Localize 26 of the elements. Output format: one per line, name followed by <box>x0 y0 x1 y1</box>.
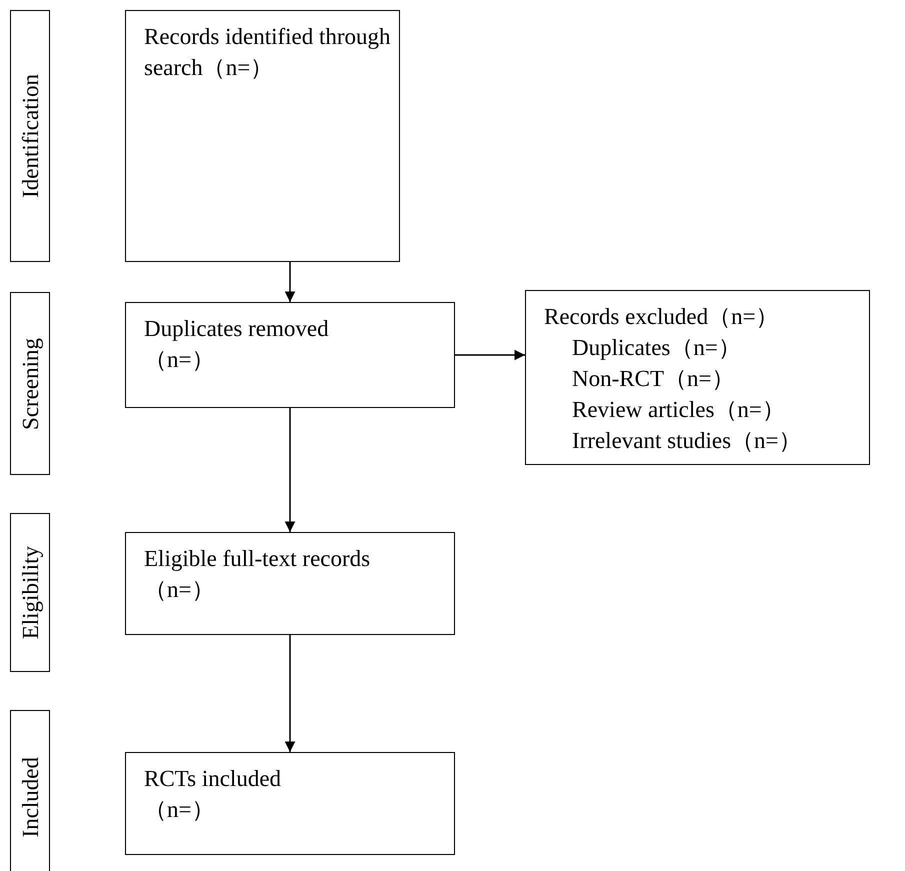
process-box <box>525 290 870 465</box>
list-item: Non-RCT（n=） <box>571 365 736 394</box>
list-item: Irrelevant studies（n=） <box>571 427 802 456</box>
box-heading: Records identified through search（n=） <box>144 23 392 82</box>
process-box <box>125 10 400 262</box>
box-heading: RCTs included （n=） <box>144 765 282 824</box>
arrow <box>284 408 296 532</box>
box-heading: Eligible full-text records （n=） <box>144 545 372 604</box>
list-item: Review articles（n=） <box>571 396 786 424</box>
process-box <box>125 532 455 635</box>
list-item: Duplicates（n=） <box>571 334 742 362</box>
arrow <box>455 350 525 360</box>
stage-label-box <box>10 513 50 672</box>
stage-label: Included <box>18 757 42 838</box>
process-box <box>125 752 455 855</box>
arrow <box>284 262 296 302</box>
stage-label: Identification <box>18 74 42 198</box>
stage-label-box <box>10 292 50 475</box>
stage-label-box <box>10 710 50 871</box>
process-box <box>125 302 455 408</box>
stage-label: Screening <box>18 338 42 430</box>
stage-label-box <box>10 10 50 262</box>
stage-label: Eligibility <box>18 546 42 640</box>
box-heading: Duplicates removed （n=） <box>144 315 330 374</box>
arrow <box>284 635 296 752</box>
box-heading: Records excluded（n=） <box>544 303 780 331</box>
